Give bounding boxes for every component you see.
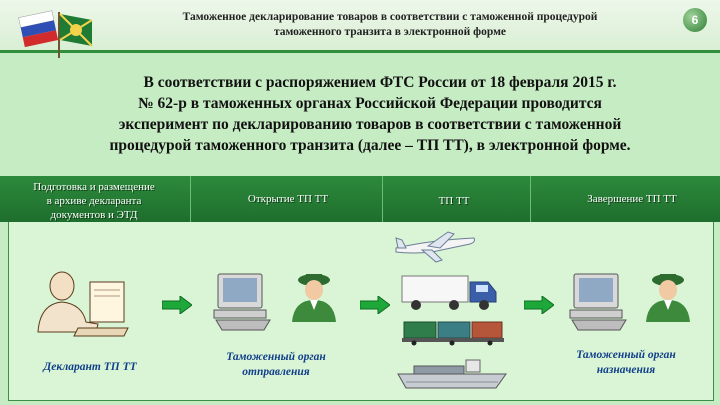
arrow-right-icon <box>162 296 192 314</box>
column-divider <box>530 176 531 222</box>
customs-officer-icon <box>292 274 336 322</box>
role-text: назначения <box>596 364 656 376</box>
declarant-label: Декларант ТП ТТ <box>43 361 137 373</box>
arrow-right-icon <box>360 296 390 314</box>
container-train-icon <box>402 321 504 346</box>
page-title: Таможенное декларирование товаров в соот… <box>130 10 650 40</box>
customs-officer-icon <box>646 274 690 322</box>
column-divider <box>190 176 191 222</box>
intro-line: эксперимент по декларированию товаров в … <box>118 116 622 133</box>
intro-paragraph: В соответствии с распоряжением ФТС Росси… <box>60 72 680 156</box>
role-text: Таможенный орган <box>576 349 676 361</box>
title-line: Таможенное декларирование товаров в соот… <box>182 11 598 23</box>
cargo-ship-icon <box>397 359 507 389</box>
header-bar: Таможенное декларирование товаров в соот… <box>0 0 720 58</box>
column-opening: Открытие ТП ТТ <box>247 193 329 205</box>
page-number-badge: 6 <box>683 8 707 32</box>
title-line: таможенного транзита в электронной форме <box>273 26 507 38</box>
role-text: отправления <box>242 366 310 378</box>
truck-icon <box>401 275 497 310</box>
column-text: Подготовка и размещение <box>33 181 155 193</box>
column-divider <box>382 176 383 222</box>
arrow-right-icon <box>524 296 554 314</box>
intro-line: процедурой таможенного транзита (далее –… <box>109 137 631 154</box>
declarant-person-icon <box>37 271 129 337</box>
computer-icon <box>213 273 271 331</box>
airplane-icon <box>395 231 475 263</box>
column-text: документов и ЭТД <box>50 209 138 221</box>
origin-office-label: Таможенный орган отправления <box>196 350 356 380</box>
intro-line: № 62-р в таможенных органах Российской Ф… <box>138 95 602 112</box>
destination-office-label: Таможенный орган назначения <box>546 348 706 378</box>
intro-line: В соответствии с распоряжением ФТС Росси… <box>143 74 617 91</box>
process-header-row: Подготовка и размещение в архиве деклара… <box>0 176 720 222</box>
flag-emblem-icon <box>18 10 93 58</box>
role-text: Таможенный орган <box>226 351 326 363</box>
column-transit: ТП ТТ <box>438 195 470 207</box>
column-completion: Завершение ТП ТТ <box>587 193 677 205</box>
computer-icon <box>569 273 627 331</box>
column-preparation: Подготовка и размещение в архиве деклара… <box>4 180 184 222</box>
column-text: в архиве декларанта <box>46 195 142 207</box>
